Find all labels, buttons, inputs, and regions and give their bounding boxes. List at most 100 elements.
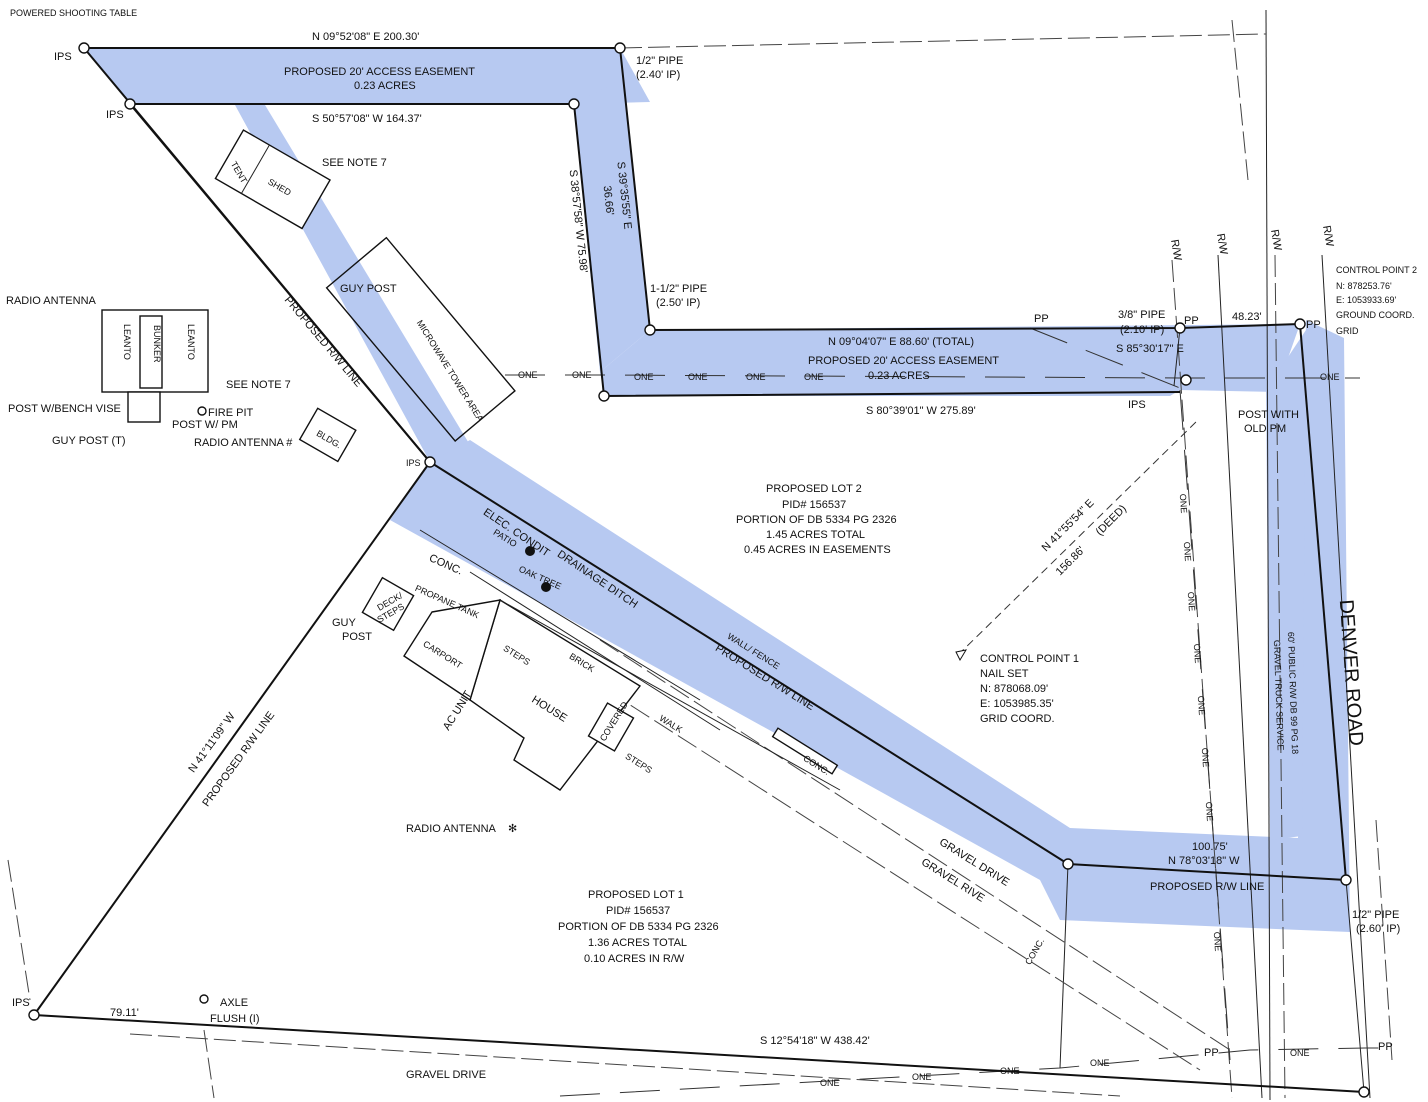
lot2-4: 0.45 ACRES IN EASEMENTS: [744, 544, 891, 556]
control-point-1-icon: [955, 649, 968, 662]
firepit: FIRE PIT: [208, 407, 254, 419]
rw-line-3: [1274, 254, 1286, 1099]
ips-2: IPS: [106, 109, 124, 121]
gravel-drive-line-1: [599, 639, 1231, 1051]
bearing-b9: N 41°55'54" E: [1040, 497, 1097, 554]
leanto-left: LEANTO: [122, 324, 132, 360]
east-boundary: [1299, 323, 1347, 881]
lot2-0: PROPOSED LOT 2: [766, 483, 862, 495]
radio-2: RADIO ANTENNA #: [194, 437, 293, 449]
axle-label: AXLE: [220, 997, 248, 1009]
lot1-4: 0.10 ACRES IN R/W: [584, 953, 685, 965]
bearing-b14: 79.11': [110, 1007, 139, 1019]
bearing-b5: N 09°04'07" E 88.60' (TOTAL): [828, 336, 974, 348]
road-edge-line: [1265, 9, 1271, 1101]
pp-2: PP: [1184, 315, 1199, 327]
one-19: ONE: [1000, 1066, 1020, 1076]
guypost-2: GUY: [332, 617, 357, 629]
west-dash-bottom: [203, 1029, 215, 1099]
pp-4: PP: [1204, 1047, 1219, 1059]
bearing-b6: S 80°39'01" W 275.89': [866, 405, 976, 417]
bearing-b3d: 36.66': [601, 185, 616, 216]
south-rw-line: [1067, 863, 1347, 881]
one-9: ONE: [1182, 541, 1193, 561]
cp2-3: GROUND COORD.: [1336, 310, 1415, 320]
cp2-2: E: 1053933.69': [1336, 295, 1397, 305]
one-18: ONE: [912, 1072, 932, 1082]
tent-shed: [214, 129, 331, 230]
inner-diagonal: [1173, 327, 1181, 387]
gravel-3: GRAVEL DRIVE: [406, 1069, 486, 1081]
one-1: ONE: [518, 370, 538, 380]
rw-3: R/W: [1268, 229, 1284, 253]
one-13: ONE: [1200, 747, 1211, 767]
one-6: ONE: [804, 372, 824, 382]
guypost-1: GUY POST: [340, 283, 397, 295]
postpm: POST W/ PM: [172, 419, 238, 431]
road-dash-bottom: [1375, 819, 1393, 1061]
road-dash-top: [1231, 19, 1249, 181]
corners: [28, 42, 1370, 1098]
lot1-2: PORTION OF DB 5334 PG 2326: [558, 921, 719, 933]
gravel-drive-south: [129, 1033, 1121, 1097]
cp2-4: GRID: [1336, 326, 1359, 336]
pipe2-label: 1-1/2" PIPE: [650, 283, 707, 295]
one-4: ONE: [688, 372, 708, 382]
one-8: ONE: [1178, 493, 1189, 513]
one-12: ONE: [1196, 695, 1207, 715]
bldg-small: [298, 407, 357, 463]
easement-upper-2: 0.23 ACRES: [354, 80, 416, 92]
bearing-b10: 100.75': [1192, 841, 1228, 853]
rwline-4: PROPOSED R/W LINE: [200, 709, 277, 809]
bearing-b7: S 85°30'17" E: [1116, 343, 1184, 355]
proposed-rw-strip: [390, 320, 1350, 932]
utility-line-east: [1179, 389, 1231, 1061]
post-pm-label: POST WITH: [1238, 409, 1299, 421]
road-note: 60' PUBLIC R/W DB 99 PG 18: [1286, 632, 1300, 755]
rw-line-4: [1321, 254, 1371, 1099]
lot1-1: PID# 156537: [606, 905, 670, 917]
postvise: POST W/BENCH VISE: [8, 403, 121, 415]
lot2-2: PORTION OF DB 5334 PG 2326: [736, 514, 897, 526]
northwest-diagonal-2: [129, 103, 431, 463]
cp2-0: CONTROL POINT 2: [1336, 265, 1417, 275]
pp-5: PP: [1378, 1041, 1393, 1053]
rw-4: R/W: [1320, 225, 1336, 249]
road-rw-strip: [1266, 330, 1306, 840]
deed-line: [957, 419, 1199, 656]
rw-1: R/W: [1168, 239, 1184, 263]
one-5: ONE: [746, 372, 766, 382]
pipe4-label: 1/2" PIPE: [1352, 909, 1399, 921]
ips-3: IPS: [406, 458, 421, 468]
rw-lower-edge: [1059, 863, 1069, 1069]
pipe2-value: (2.50' IP): [656, 297, 700, 309]
utility-line-north: [505, 374, 1360, 379]
one-11: ONE: [1192, 643, 1203, 663]
house-complex: [361, 529, 841, 791]
bearing-b1: N 09°52'08" E 200.30': [312, 31, 419, 43]
upper-access-easement: [84, 48, 650, 104]
south-boundary: [33, 1014, 1365, 1093]
pp-1: PP: [1034, 313, 1049, 325]
note7-1: SEE NOTE 7: [322, 157, 387, 169]
bunker-label: BUNKER: [152, 325, 162, 363]
easement-lower-1: PROPOSED 20' ACCESS EASEMENT: [808, 355, 999, 367]
lot2-1: PID# 156537: [782, 499, 846, 511]
conc-3: CONC.: [1023, 936, 1046, 966]
utility-labels: ONE ONE ONE ONE ONE ONE ONE ONE ONE ONE …: [518, 370, 1340, 1088]
bearing-b13: S 12°54'18" W 438.42': [760, 1035, 870, 1047]
radio-antenna-icon: ✻: [508, 823, 517, 835]
leanto-right: LEANTO: [186, 324, 196, 360]
cp1-4: GRID COORD.: [980, 713, 1055, 725]
gravel-drive-line-2: [559, 659, 1201, 1071]
cp1-0: CONTROL POINT 1: [980, 653, 1079, 665]
lot2-3: 1.45 ACRES TOTAL: [766, 529, 865, 541]
rw-2: R/W: [1214, 233, 1230, 257]
leanto-bunker: [101, 309, 209, 423]
one-20: ONE: [1090, 1058, 1110, 1068]
ips-5: IPS: [12, 997, 30, 1009]
utility-line-diagonal: [1029, 327, 1181, 389]
rw-line-2: [1217, 254, 1263, 1099]
bearing-b8: 48.23': [1232, 311, 1262, 323]
